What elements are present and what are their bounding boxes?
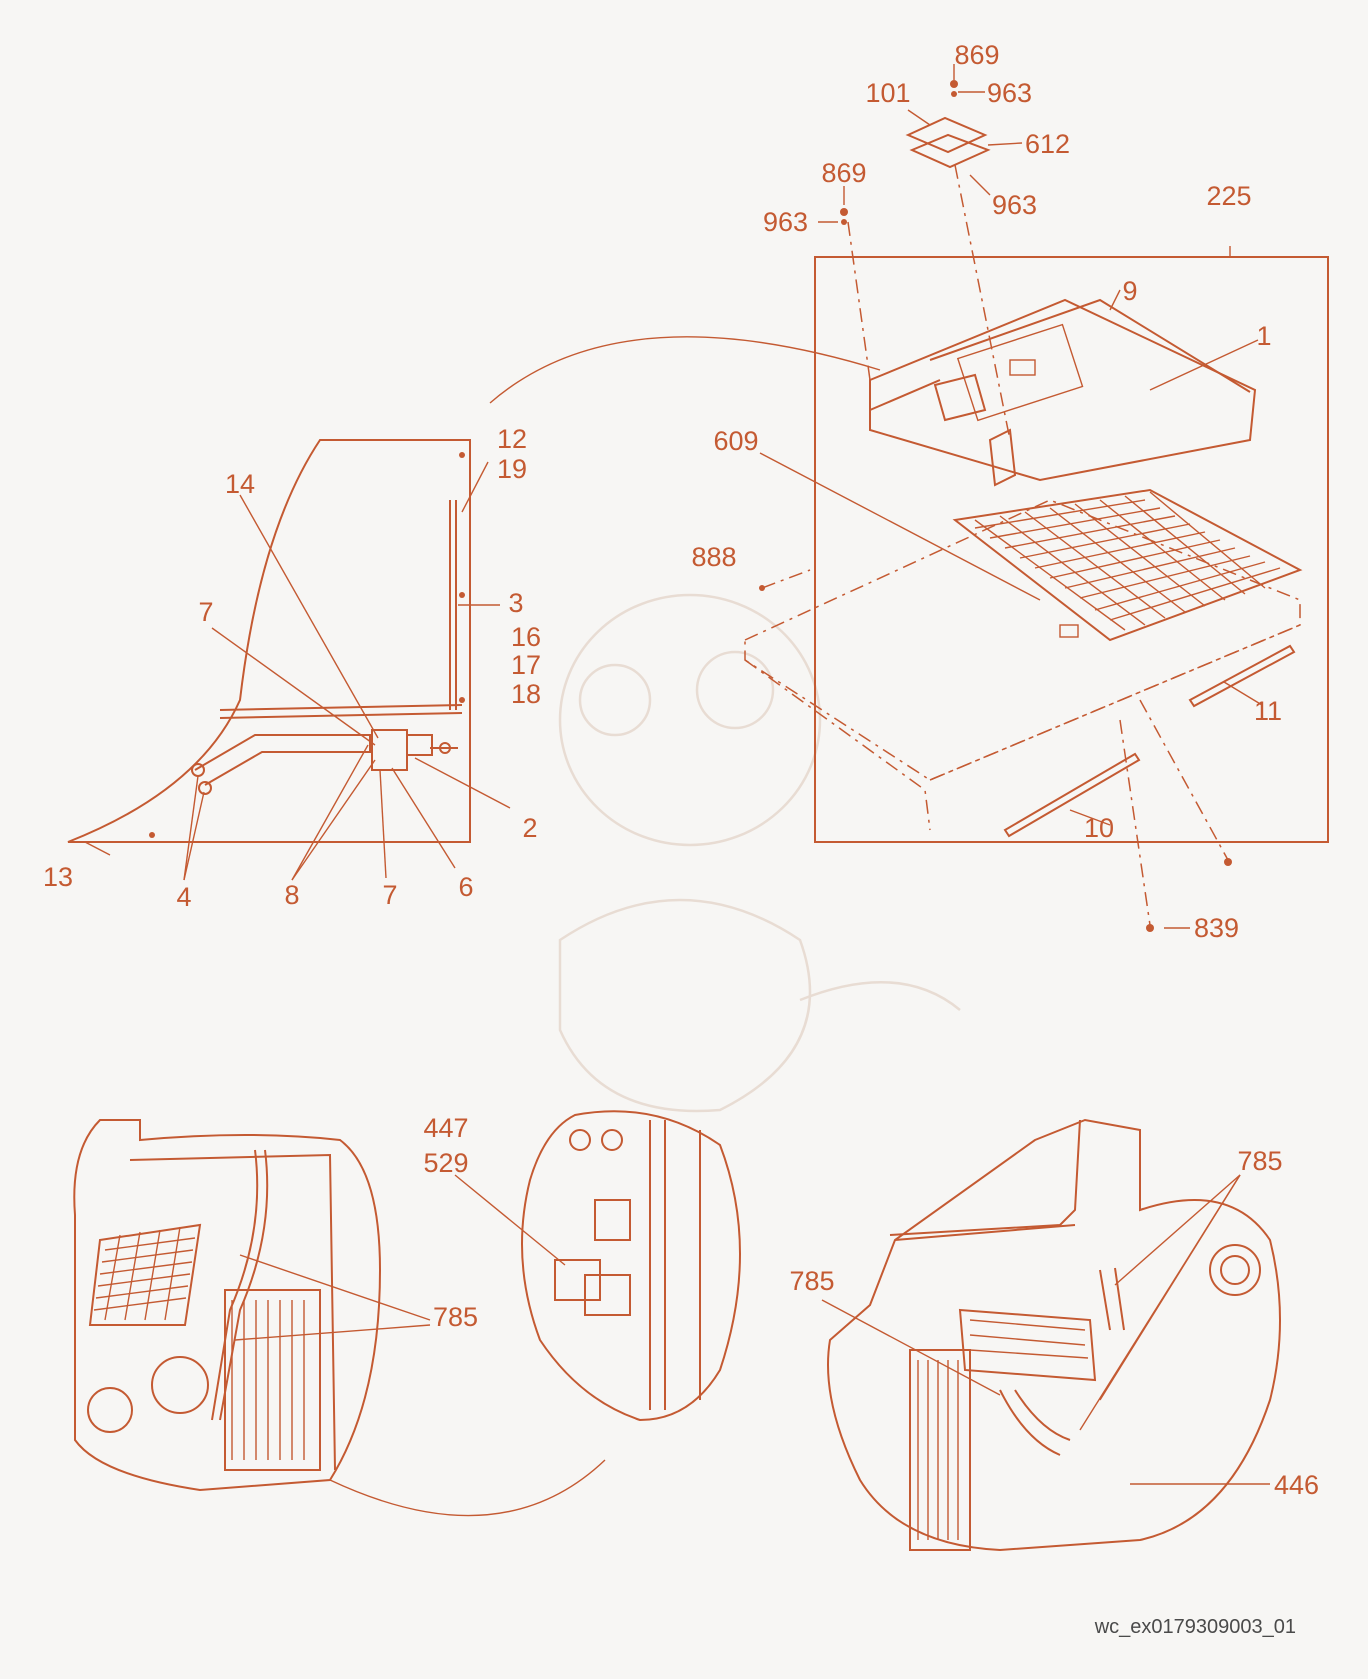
cap-plate-101 bbox=[905, 116, 988, 154]
callout-963-mid: 963 bbox=[992, 190, 1037, 220]
assembly-225-frame bbox=[814, 256, 1329, 843]
rail-10 bbox=[1003, 752, 1141, 838]
callout-4: 4 bbox=[176, 882, 191, 912]
callout-10: 10 bbox=[1084, 813, 1114, 843]
callout-869-top: 869 bbox=[954, 40, 999, 70]
callout-13: 13 bbox=[43, 862, 73, 892]
callout-609: 609 bbox=[713, 426, 758, 456]
grille bbox=[952, 488, 1303, 642]
callout-529: 529 bbox=[423, 1148, 468, 1178]
callout-16: 16 bbox=[511, 622, 541, 652]
callout-19: 19 bbox=[497, 454, 527, 484]
callout-447: 447 bbox=[423, 1113, 468, 1143]
callout-963-left: 963 bbox=[763, 207, 808, 237]
engine-view-left bbox=[73, 1119, 606, 1517]
callout-612: 612 bbox=[1025, 129, 1070, 159]
side-panel-assembly bbox=[67, 439, 511, 881]
callout-labels: 869 963 101 612 963 869 963 225 9 1 609 … bbox=[43, 40, 1319, 1500]
callout-11: 11 bbox=[1254, 696, 1282, 726]
callout-888: 888 bbox=[691, 542, 736, 572]
callout-3: 3 bbox=[508, 588, 523, 618]
callout-446: 446 bbox=[1274, 1470, 1319, 1500]
callout-7-lower: 7 bbox=[382, 880, 397, 910]
callout-17: 17 bbox=[511, 650, 541, 680]
callout-869-left: 869 bbox=[821, 158, 866, 188]
side-panel-outline bbox=[67, 439, 471, 843]
callout-1: 1 bbox=[1256, 321, 1271, 351]
callout-18: 18 bbox=[511, 679, 541, 709]
callout-14: 14 bbox=[225, 469, 255, 499]
gasket-612 bbox=[909, 133, 991, 169]
callout-785-right: 785 bbox=[1237, 1146, 1282, 1176]
callout-8: 8 bbox=[284, 880, 299, 910]
callout-2: 2 bbox=[522, 813, 537, 843]
callout-785-left: 785 bbox=[433, 1302, 478, 1332]
callout-7-upper: 7 bbox=[198, 597, 213, 627]
engine-view-right bbox=[821, 1118, 1281, 1552]
background-watermark bbox=[558, 593, 961, 1113]
document-id: wc_ex0179309003_01 bbox=[1094, 1616, 1296, 1638]
exploded-assembly bbox=[489, 64, 1329, 932]
detail-bubble bbox=[454, 1110, 741, 1422]
callout-101: 101 bbox=[865, 78, 910, 108]
callout-6: 6 bbox=[458, 872, 473, 902]
callout-785-mid: 785 bbox=[789, 1266, 834, 1296]
callout-9: 9 bbox=[1122, 276, 1137, 306]
panel-9 bbox=[956, 323, 1084, 422]
callout-963-top: 963 bbox=[987, 78, 1032, 108]
callout-225: 225 bbox=[1206, 181, 1251, 211]
callout-12: 12 bbox=[497, 424, 527, 454]
rail-11 bbox=[1188, 644, 1296, 708]
callout-839: 839 bbox=[1194, 913, 1239, 943]
